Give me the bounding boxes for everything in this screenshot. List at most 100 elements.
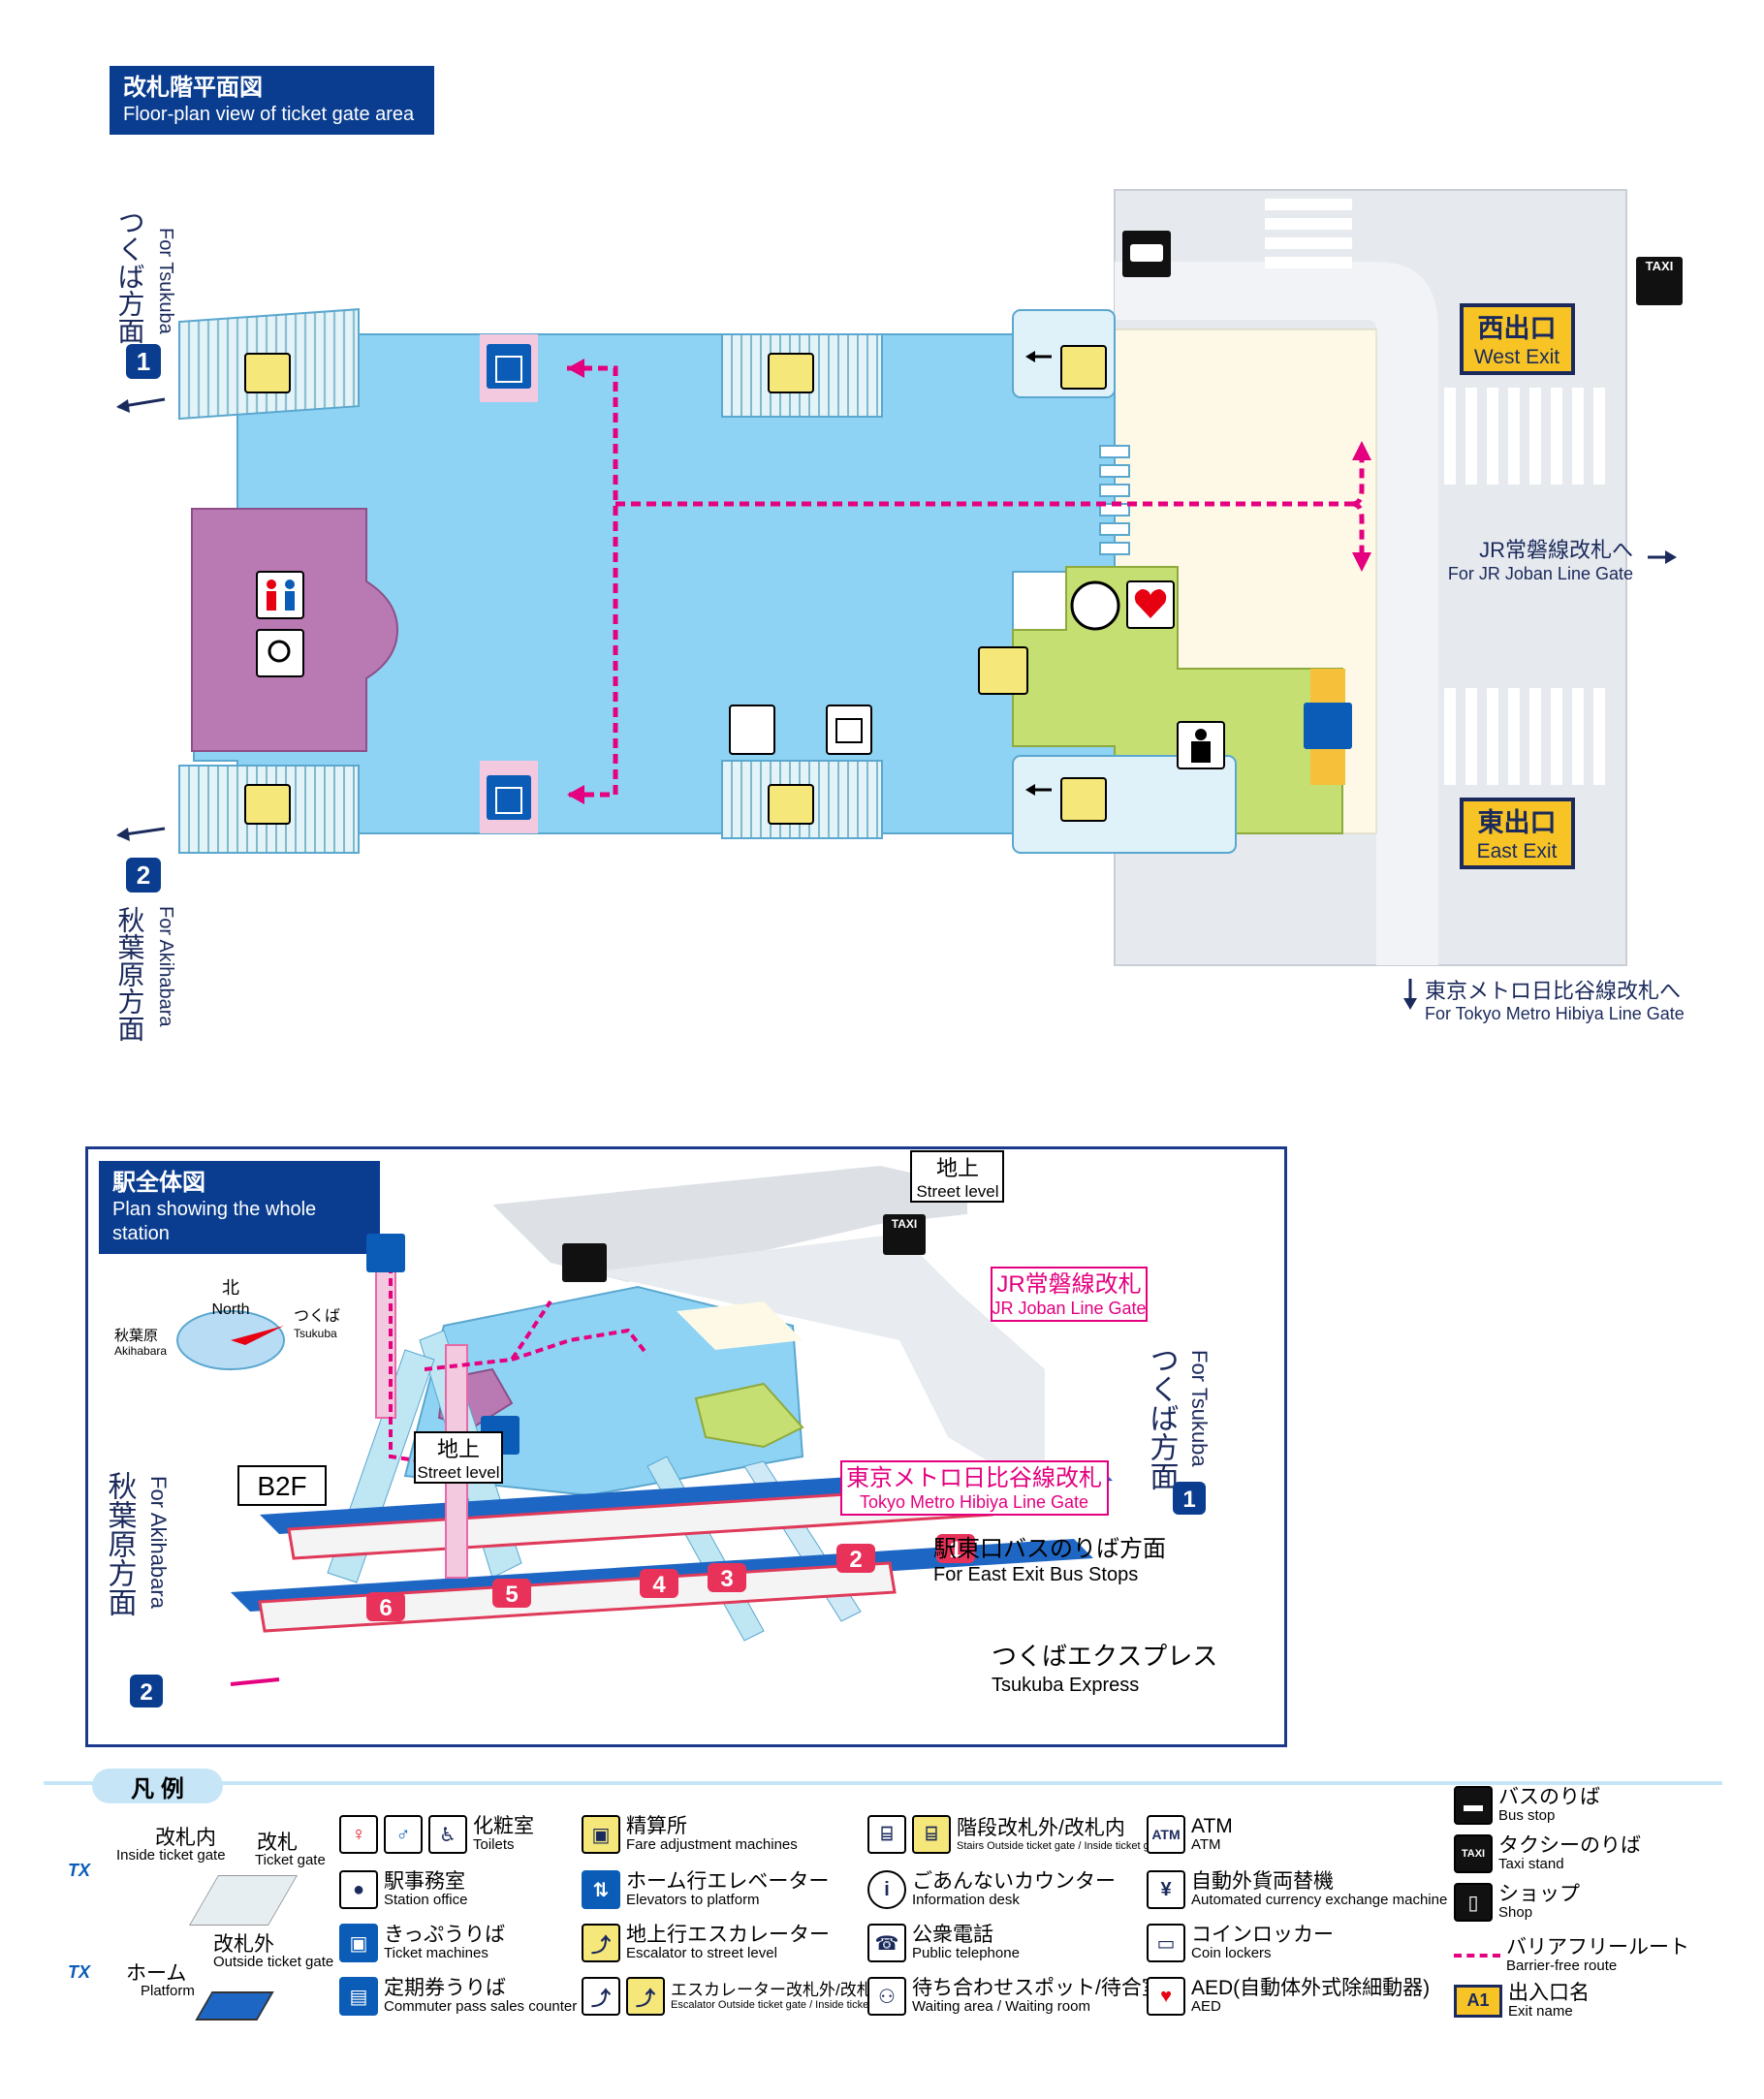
exit-num-2: 2 [137,861,150,890]
exit-badge-1: 1 [949,1537,961,1563]
legend-inside-en: Inside ticket gate [116,1847,226,1864]
legend-stairs-jp: 階段改札外/改札内 [957,1817,1125,1840]
whole-taxi-icon [883,1214,926,1255]
escalator-south [1012,755,1237,854]
crosswalk-top [1265,199,1352,268]
legend-exit-jp: 出入口名 [1508,1982,1590,2004]
telephone-icon [729,705,775,755]
legend-outside-jp: 改札外 [213,1933,274,1956]
whole-elevator-icon [366,1234,405,1272]
compass-north-en: North [211,1301,249,1318]
street-level-box-2 [910,1150,1004,1203]
legend-outside-en: Outside ticket gate [213,1954,334,1970]
legend-toilets-jp: 化粧室 [473,1815,534,1838]
commuter-pass-icon: ▤ [339,1977,378,2016]
ticket-machine-icon: ▣ [339,1924,378,1962]
elevator-icon: ⇅ [582,1870,620,1909]
line-name-en: Tsukuba Express [992,1675,1139,1696]
elevator-icon [487,344,531,820]
station-office-icon [1177,721,1225,769]
whole-num-1: 1 [1182,1487,1195,1513]
legend-gate-block [188,1875,299,1926]
legend-locker-jp: コインロッカー [1191,1924,1334,1947]
whole-dir-akihabara-jp: 秋葉原方面 [104,1471,138,1616]
legend-escalator-street-jp: 地上行エスカレーター [626,1924,830,1947]
commuter-pass-icon [1304,703,1352,749]
arrow-to-akihabara [230,1677,280,1686]
street-level-box-1 [414,1431,503,1484]
whole-office-area [694,1382,804,1449]
jr-gate-en: For JR Joban Line Gate [1448,564,1633,583]
legend-phone-en: Public telephone [912,1945,1020,1962]
stairs-inside-icon: ⌸ [912,1815,951,1854]
legend-aed-jp: AED(自動体外式除細動器) [1191,1977,1431,2000]
dir-tsukuba-jp: つくば方面 [115,208,145,344]
whole-dir-tsukuba-en: For Tsukuba [1187,1350,1212,1467]
tx-logo-1: TX [68,1861,91,1880]
barrier-free-route-west [567,365,618,798]
bus-direction-jp: 駅東口バスのりば方面 [933,1536,1166,1562]
legend-office-jp: 駅事務室 [384,1870,465,1894]
legend-taxi-en: Taxi stand [1498,1856,1564,1873]
toilet-accessible-icon: ♿ [428,1815,467,1854]
legend-info-en: Information desk [912,1892,1020,1909]
street-level-jp-1: 地上 [437,1437,480,1461]
legend-barrier-jp: バリアフリールート [1506,1936,1689,1958]
legend-exit-en: Exit name [1508,2003,1573,2021]
whole-station-title-en: Plan showing the whole station [112,1199,317,1244]
legend-barrier-en: Barrier-free route [1506,1958,1618,1975]
floor-plan-map: TAXI 西出口 West Exit 東出口 East Exit JR常磐線改札… [115,189,1685,1042]
dir-akihabara-en: For Akihabara [155,906,176,1027]
stairs-icon [244,353,814,825]
whole-num-2-badge [130,1675,163,1707]
exit-badge-2: 2 [849,1547,862,1573]
legend-gate-jp: 改札 [257,1832,298,1854]
fare-adjustment-icon: ▣ [582,1815,620,1854]
telephone-icon: ☎ [867,1924,906,1962]
whole-station-frame [85,1146,1287,1747]
legend-ticket-jp: きっぷうりば [384,1924,506,1947]
whole-num-2: 2 [140,1679,152,1706]
whole-metro-gate-en: Tokyo Metro Hibiya Line Gate [860,1492,1088,1512]
legend-escalator-en: Escalator Outside ticket gate / Inside t… [671,1999,896,2012]
aed-icon [1126,580,1175,629]
whole-metro-gate-jp: 東京メトロ日比谷線改札 [846,1465,1102,1491]
street-block-top [492,1166,967,1282]
legend-shop-en: Shop [1498,1904,1533,1922]
exit-num-1: 1 [137,347,150,376]
bus-stop-icon: ▬ [1454,1786,1493,1825]
exit-badge-4: 4 [652,1572,666,1598]
information-icon: i [867,1870,906,1909]
currency-exchange-icon: ¥ [1147,1870,1185,1909]
legend-aed: ♥ AED(自動体外式除細動器)AED [1147,1977,1430,2016]
escalator-icon [1060,345,1107,822]
legend-platform-block [195,1991,274,2021]
dir-akihabara-jp: 秋葉原方面 [115,906,145,1042]
legend-office-en: Station office [384,1892,468,1909]
legend-shop-jp: ショップ [1498,1883,1580,1906]
legend-taxi-jp: タクシーのりば [1498,1834,1641,1858]
ticket-gates [1099,445,1130,555]
compass-north-jp: 北 [222,1278,239,1298]
legend-commuter-jp: 定期券うりば [384,1977,506,2000]
whole-dir-tsukuba-jp: つくば方面 [1146,1345,1179,1490]
legend-phone-jp: 公衆電話 [912,1924,993,1947]
escalator-outside-icon: ⤴ [582,1977,620,2016]
bus-stop-icon [1122,231,1171,277]
whole-station-title: 駅全体図 Plan showing the whole station [99,1161,380,1254]
floor-plan-title-jp: 改札階平面図 [123,75,263,101]
compass-tsukuba-en: Tsukuba [294,1327,337,1340]
whole-dir-akihabara-en: For Akihabara [146,1476,171,1610]
legend-escalator-jp: エスカレーター改札外/改札内 [671,1980,890,1999]
shop-icon: ▯ [1454,1883,1493,1922]
legend-inside-jp: 改札内 [155,1827,216,1849]
